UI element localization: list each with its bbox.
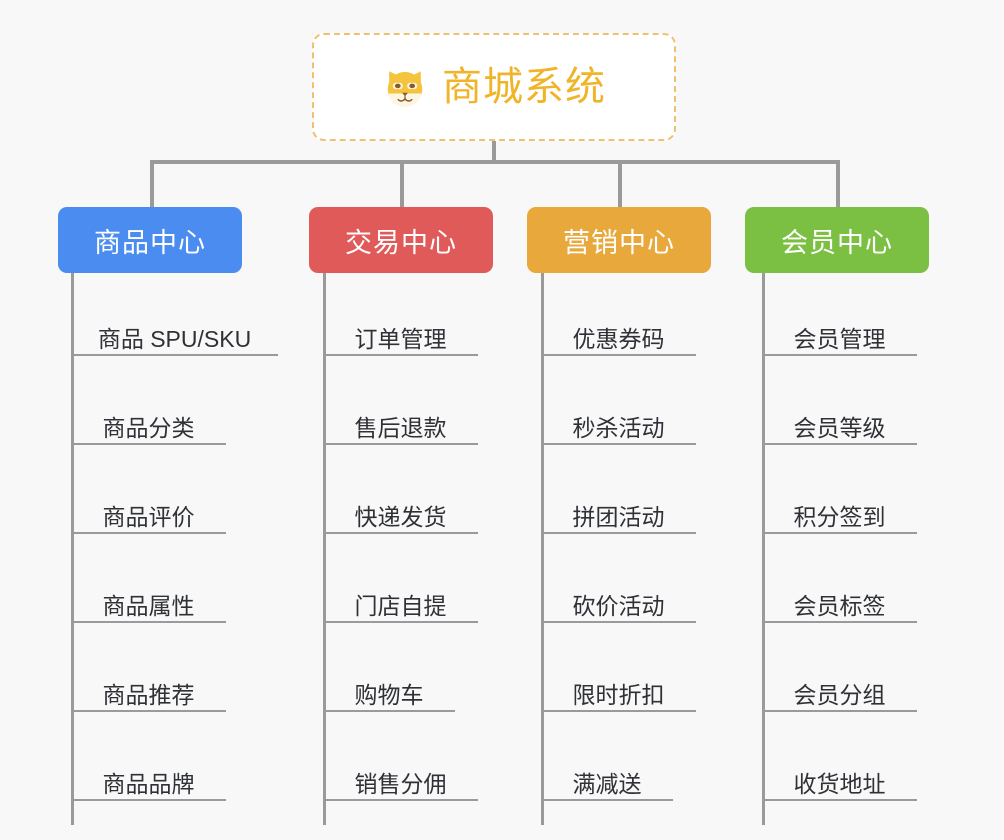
leaf-item[interactable]: 满减送 bbox=[541, 745, 673, 801]
category-label: 商品中心 bbox=[94, 227, 206, 258]
leaf-item[interactable]: 售后退款 bbox=[323, 389, 478, 445]
leaf-item[interactable]: 积分签到 bbox=[762, 478, 917, 534]
leaf-label: 砍价活动 bbox=[572, 592, 665, 619]
root-stem-connector bbox=[492, 141, 496, 164]
leaf-item[interactable]: 销售分佣 bbox=[323, 745, 478, 801]
leaf-label: 商品分类 bbox=[102, 414, 195, 441]
leaf-label: 商品评价 bbox=[102, 503, 195, 530]
category-label: 营销中心 bbox=[563, 227, 675, 258]
spine-column-2 bbox=[323, 273, 326, 825]
leaf-item[interactable]: 会员管理 bbox=[762, 300, 917, 356]
leaf-label: 门店自提 bbox=[354, 592, 447, 619]
category-label: 会员中心 bbox=[781, 227, 893, 258]
leaf-item[interactable]: 商品品牌 bbox=[71, 745, 226, 801]
leaf-item[interactable]: 会员分组 bbox=[762, 656, 917, 712]
leaf-item[interactable]: 优惠券码 bbox=[541, 300, 696, 356]
leaf-item[interactable]: 商品推荐 bbox=[71, 656, 226, 712]
category-box-交易中心[interactable]: 交易中心 bbox=[309, 207, 493, 273]
leaf-label: 商品 SPU/SKU bbox=[97, 325, 252, 352]
horizontal-bus-connector bbox=[150, 160, 840, 164]
leaf-label: 会员等级 bbox=[793, 414, 886, 441]
leaf-item[interactable]: 快递发货 bbox=[323, 478, 478, 534]
spine-column-3 bbox=[541, 273, 544, 825]
leaf-item[interactable]: 商品 SPU/SKU bbox=[71, 300, 278, 356]
root-title: 商城系统 bbox=[442, 65, 606, 109]
leaf-label: 售后退款 bbox=[354, 414, 447, 441]
drop-connector-2 bbox=[400, 160, 404, 207]
category-box-会员中心[interactable]: 会员中心 bbox=[745, 207, 929, 273]
leaf-label: 收货地址 bbox=[793, 770, 886, 797]
leaf-item[interactable]: 门店自提 bbox=[323, 567, 478, 623]
leaf-item[interactable]: 会员等级 bbox=[762, 389, 917, 445]
leaf-label: 商品品牌 bbox=[102, 770, 195, 797]
leaf-item[interactable]: 商品评价 bbox=[71, 478, 226, 534]
leaf-label: 积分签到 bbox=[793, 503, 886, 530]
leaf-item[interactable]: 拼团活动 bbox=[541, 478, 696, 534]
leaf-label: 快递发货 bbox=[354, 503, 447, 530]
root-node-content: 商城系统 bbox=[382, 64, 606, 110]
leaf-label: 销售分佣 bbox=[354, 770, 447, 797]
leaf-label: 商品推荐 bbox=[102, 681, 195, 708]
root-node[interactable]: 商城系统 bbox=[312, 33, 676, 141]
leaf-item[interactable]: 限时折扣 bbox=[541, 656, 696, 712]
drop-connector-4 bbox=[836, 160, 840, 207]
leaf-item[interactable]: 购物车 bbox=[323, 656, 455, 712]
leaf-label: 商品属性 bbox=[102, 592, 195, 619]
leaf-item[interactable]: 秒杀活动 bbox=[541, 389, 696, 445]
leaf-label: 拼团活动 bbox=[572, 503, 665, 530]
leaf-label: 会员管理 bbox=[793, 325, 886, 352]
drop-connector-3 bbox=[618, 160, 622, 207]
leaf-label: 购物车 bbox=[354, 681, 424, 708]
category-box-营销中心[interactable]: 营销中心 bbox=[527, 207, 711, 273]
leaf-label: 会员标签 bbox=[793, 592, 886, 619]
category-box-商品中心[interactable]: 商品中心 bbox=[58, 207, 242, 273]
leaf-item[interactable]: 订单管理 bbox=[323, 300, 478, 356]
category-label: 交易中心 bbox=[345, 227, 457, 258]
leaf-item[interactable]: 砍价活动 bbox=[541, 567, 696, 623]
leaf-item[interactable]: 收货地址 bbox=[762, 745, 917, 801]
leaf-item[interactable]: 商品分类 bbox=[71, 389, 226, 445]
leaf-item[interactable]: 会员标签 bbox=[762, 567, 917, 623]
leaf-label: 满减送 bbox=[572, 770, 642, 797]
drop-connector-1 bbox=[150, 160, 154, 207]
spine-column-1 bbox=[71, 273, 74, 825]
leaf-label: 限时折扣 bbox=[572, 681, 665, 708]
leaf-label: 秒杀活动 bbox=[572, 414, 665, 441]
leaf-label: 订单管理 bbox=[354, 325, 447, 352]
spine-column-4 bbox=[762, 273, 765, 825]
leaf-item[interactable]: 商品属性 bbox=[71, 567, 226, 623]
leaf-label: 会员分组 bbox=[793, 681, 886, 708]
dog-face-icon bbox=[387, 71, 423, 108]
leaf-label: 优惠券码 bbox=[572, 325, 665, 352]
